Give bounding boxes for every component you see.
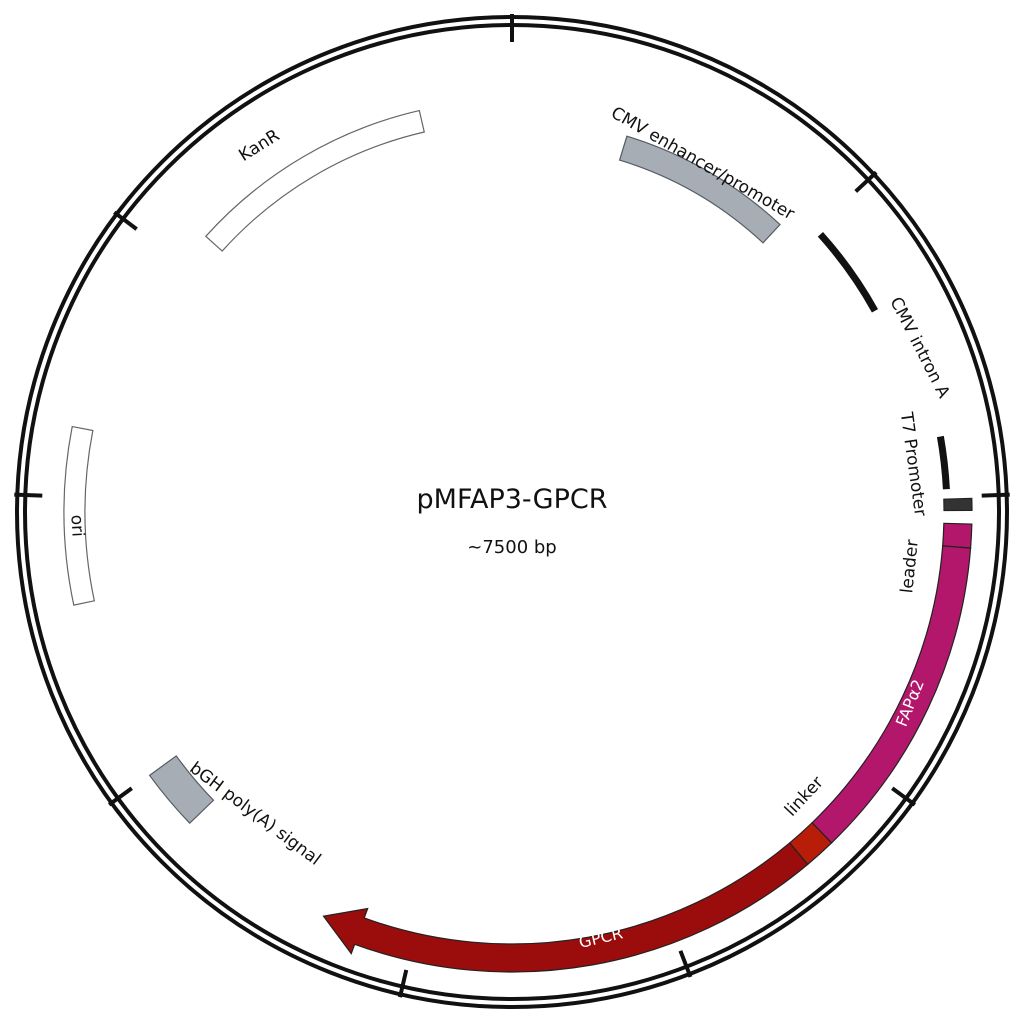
plasmid-name: pMFAP3-GPCR bbox=[417, 484, 608, 515]
backbone-tick bbox=[891, 786, 917, 807]
t7-promoter-arc bbox=[943, 497, 973, 512]
backbone-tick bbox=[981, 492, 1010, 498]
label-kanr: KanR bbox=[235, 126, 283, 166]
label-ori: ori bbox=[66, 514, 87, 537]
label-bgh-polya-signal: bGH poly(A) signal bbox=[186, 758, 325, 869]
kanr-arc bbox=[204, 109, 425, 252]
label-linker: linker bbox=[781, 773, 828, 821]
label-leader: leader bbox=[897, 539, 923, 595]
cmv-enhancer-promoter-arc bbox=[618, 135, 781, 244]
backbone-ticks bbox=[14, 14, 1010, 998]
feature-shapes bbox=[63, 109, 973, 973]
cmv-intron-a-arc bbox=[817, 231, 879, 313]
leader-arc bbox=[942, 522, 973, 549]
bgh-polya-signal-arc bbox=[148, 755, 215, 825]
backbone-tick bbox=[14, 492, 43, 498]
backbone-tick bbox=[107, 786, 133, 807]
backbone-tick bbox=[113, 210, 138, 231]
label-t7-promoter: T7 Promoter bbox=[896, 410, 931, 517]
backbone-tick bbox=[398, 969, 409, 998]
label-cmv-intron-a: CMV intron A bbox=[885, 294, 953, 402]
cmv-intron-a-arc-part2 bbox=[936, 435, 950, 490]
fapa2-arc bbox=[811, 545, 972, 844]
ori-arc bbox=[63, 425, 96, 606]
backbone-tick bbox=[678, 950, 693, 978]
backbone-tick bbox=[854, 170, 878, 193]
gpcr-arrow bbox=[322, 842, 809, 973]
plasmid-size: ~7500 bp bbox=[467, 537, 556, 558]
